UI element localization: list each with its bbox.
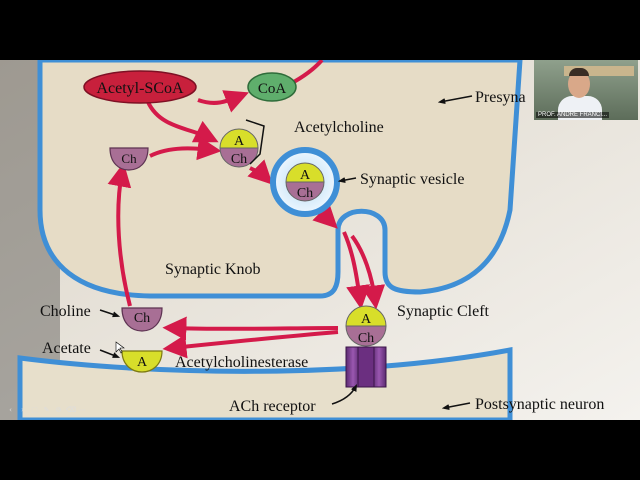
cleft-a-label: A	[361, 312, 372, 327]
pen-icon[interactable]: ✎	[42, 406, 51, 415]
ach-receptor-core	[358, 347, 374, 387]
more-icon[interactable]: ⋯	[78, 406, 87, 415]
ach-ch-label: Ch	[231, 152, 247, 167]
choline-label: Choline	[40, 303, 91, 320]
presenter-name: PROF. ANDRE FRANCI...	[536, 112, 609, 118]
prev-icon[interactable]: ‹	[6, 406, 15, 415]
acetate-a-label: A	[137, 355, 148, 370]
ach-a-label: A	[234, 134, 245, 149]
presenter-hair	[569, 68, 589, 76]
acetylcholinesterase-label: Acetylcholinesterase	[175, 354, 308, 371]
vesicle-a-label: A	[300, 168, 311, 183]
presynaptic-label: Presyna	[475, 89, 526, 106]
presenter-webcam[interactable]: PROF. ANDRE FRANCI...	[534, 60, 638, 120]
acetylcholine-label: Acetylcholine	[294, 119, 384, 136]
next-icon[interactable]: ›	[18, 406, 27, 415]
eraser-icon[interactable]: ⌫	[66, 406, 75, 415]
arrow-to-choline	[172, 328, 338, 329]
synaptic-cleft-label: Synaptic Cleft	[397, 303, 490, 320]
ach-receptor-label: ACh receptor	[229, 398, 316, 415]
synaptic-vesicle-label: Synaptic vesicle	[360, 171, 464, 188]
postsynaptic-neuron-label: Postsynaptic neuron	[475, 396, 604, 413]
slide-toolbar: ‹ › ⬚ ✎ ⊘ ⌫ ⋯	[6, 404, 87, 416]
cleft-ch-label: Ch	[358, 331, 374, 346]
coa-label: CoA	[258, 81, 287, 97]
acetate-label: Acetate	[42, 340, 91, 357]
vesicle-ch-label: Ch	[297, 186, 313, 201]
highlighter-icon[interactable]: ⊘	[54, 406, 63, 415]
acetyl-scoa-label: Acetyl-SCoA	[96, 80, 184, 97]
choline-knob-label: Ch	[121, 151, 137, 166]
synaptic-knob-label: Synaptic Knob	[165, 261, 261, 278]
pointer-icon[interactable]: ⬚	[30, 406, 39, 415]
choline-cleft-label: Ch	[134, 311, 150, 326]
